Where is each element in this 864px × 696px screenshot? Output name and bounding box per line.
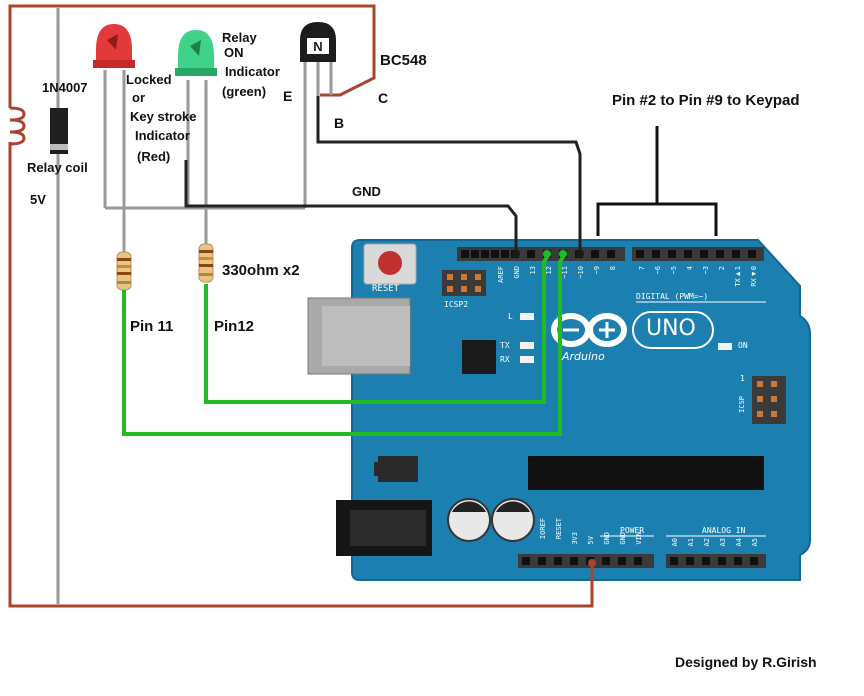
pin-label-gnd-b: GND <box>619 532 627 545</box>
pin-label-4: 4 <box>686 266 694 271</box>
pin-label-a2: A2 <box>703 538 711 547</box>
emitter-label: E <box>283 88 293 104</box>
base-wire <box>316 96 582 255</box>
rx-label: RX <box>500 355 510 364</box>
pin-label-vin: VIN <box>635 532 643 545</box>
transistor-bc548: N <box>300 22 336 208</box>
collector-label: C <box>378 90 389 106</box>
keypad-label: Pin #2 to Pin #9 to Keypad <box>612 92 800 109</box>
pin-label-8: 8 <box>609 266 617 271</box>
pin-label-6: ~6 <box>654 266 662 275</box>
led-l <box>520 313 534 320</box>
red-led-label-line4: Indicator <box>135 128 190 143</box>
icsp-pin1-label: 1 <box>740 374 745 383</box>
pin-label-gnd-a: GND <box>603 532 611 545</box>
svg-text:N: N <box>313 39 322 54</box>
pin-label-reset: RESET <box>555 518 563 540</box>
uno-badge <box>632 311 714 349</box>
relay-supply-wire <box>8 4 594 608</box>
led-tx <box>520 342 534 349</box>
pin11-label: Pin 11 <box>130 318 174 335</box>
pin-label-12: 12 <box>545 266 553 275</box>
pin11-wire <box>122 254 566 436</box>
icsp-label: ICSP <box>738 396 746 413</box>
keypad-bracket <box>596 126 718 236</box>
red-led-label-line1: Locked <box>126 72 172 87</box>
resistor-1 <box>116 251 132 291</box>
analog-label: ANALOG IN <box>702 526 746 535</box>
green-led-label-line2: ON <box>224 45 244 60</box>
usb-chip <box>462 340 496 374</box>
green-led <box>175 30 217 252</box>
pin-label-9: ~9 <box>593 266 601 275</box>
green-led-label-line3: Indicator <box>225 64 280 79</box>
diode-label: 1N4007 <box>42 80 88 95</box>
tx-label: TX <box>500 341 510 350</box>
pin-label-11: ~11 <box>561 266 569 279</box>
resistor-2 <box>198 243 214 283</box>
pin-label-aref: AREF <box>497 266 505 283</box>
green-led-label-line1: Relay <box>222 30 257 45</box>
led-rx <box>520 356 534 363</box>
pin-label-13: 13 <box>529 266 537 275</box>
arduino-uno-board <box>307 239 811 581</box>
atmega-chip <box>528 456 764 490</box>
icsp2-label: ICSP2 <box>444 300 469 309</box>
supply-label: 5V <box>30 192 46 207</box>
relay-coil-label: Relay coil <box>27 160 88 175</box>
pin-label-a1: A1 <box>687 538 695 547</box>
diode-1n4007 <box>50 8 68 604</box>
base-label: B <box>334 115 345 131</box>
red-led <box>93 24 135 252</box>
pin-label-7: 7 <box>638 266 646 271</box>
model-label: UNO <box>646 316 696 341</box>
red-led-label-line3: Key stroke <box>130 109 197 124</box>
credit-label: Designed by R.Girish <box>675 654 817 670</box>
pin12-label: Pin12 <box>214 318 255 335</box>
pin-label-1: TX▶1 <box>734 266 742 287</box>
pin-label-5v: 5V <box>587 536 595 545</box>
pin-label-a4: A4 <box>735 538 743 547</box>
led-l-label: L <box>508 312 513 321</box>
relay-coil <box>9 106 26 146</box>
pin12-wire <box>204 254 550 404</box>
pin-label-3v3: 3V3 <box>571 532 579 545</box>
pin-label-5: ~5 <box>670 266 678 275</box>
icsp2-header <box>442 270 486 296</box>
pin-label-10: ~10 <box>577 266 585 279</box>
on-label: ON <box>738 341 748 350</box>
pin-label-a3: A3 <box>719 538 727 547</box>
pin-label-3: ~3 <box>702 266 710 275</box>
pin-label-a0: A0 <box>671 538 679 547</box>
brand-label: Arduino <box>562 350 605 363</box>
digital-header-right <box>632 247 764 261</box>
arduino-logo-icon <box>551 313 627 347</box>
reset-label: RESET <box>372 284 400 294</box>
led-on <box>718 343 732 350</box>
pin-label-2: 2 <box>718 266 726 271</box>
voltage-regulator <box>378 456 418 482</box>
ground-wire <box>184 160 518 255</box>
reset-button-cap[interactable] <box>378 251 402 275</box>
red-led-label-line2: or <box>132 90 145 105</box>
red-led-label-line5: (Red) <box>137 149 171 164</box>
power-label: POWER <box>620 526 645 535</box>
resistor-label: 330ohm x2 <box>222 262 300 279</box>
pin-label-gnd: GND <box>513 266 521 279</box>
digital-label: DIGITAL (PWM=~) <box>636 292 709 301</box>
ground-label: GND <box>352 184 381 199</box>
transistor-label: BC548 <box>380 52 427 69</box>
pin-label-ioref: IOREF <box>539 518 547 540</box>
pin-label-a5: A5 <box>751 538 759 547</box>
green-led-label-line4: (green) <box>222 84 267 99</box>
pin-label-0: RX◀0 <box>750 266 758 287</box>
